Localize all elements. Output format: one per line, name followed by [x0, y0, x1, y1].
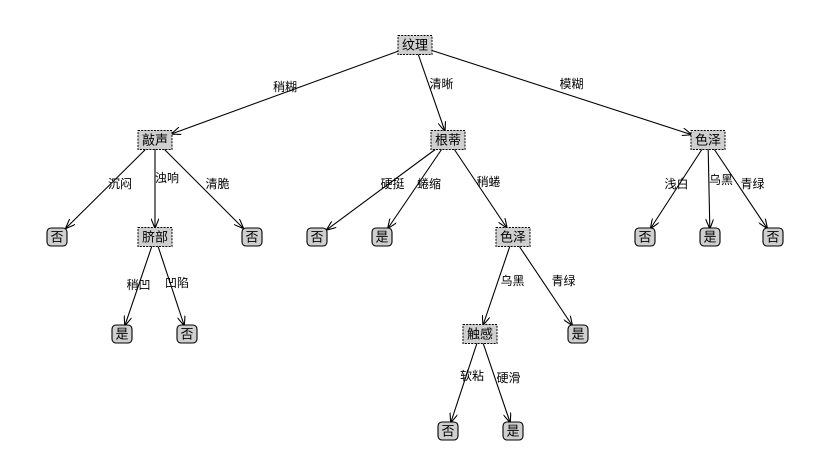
edge-sezeM-to-leaf_j	[518, 246, 572, 326]
decision-node-box	[137, 227, 173, 247]
edge-chugan-to-leaf_k	[451, 343, 478, 423]
node-label: 是	[375, 231, 388, 246]
edge-label: 硬滑	[496, 371, 520, 385]
edge-label: 稍蜷	[476, 175, 500, 189]
edge-label: 软粘	[460, 368, 484, 383]
node-label: 否	[245, 231, 258, 246]
leaf-node-box	[437, 421, 459, 441]
decision-node-root: 纹理	[397, 35, 433, 55]
node-label: 是	[115, 328, 128, 343]
leaf-node-box	[371, 227, 393, 247]
edge-label: 蜷缩	[417, 176, 441, 191]
leaf-node-box	[176, 324, 198, 344]
edge-gendi-to-sezeM	[453, 149, 506, 228]
leaf-node-box	[241, 227, 263, 247]
node-label: 根蒂	[435, 134, 461, 149]
decision-node-box	[397, 35, 433, 55]
edge-sezeR-to-leaf_i	[713, 149, 767, 229]
decision-node-box	[137, 130, 173, 150]
node-label: 否	[441, 425, 454, 440]
edge-label: 清晰	[429, 77, 453, 91]
edge-root-to-gendi	[417, 54, 444, 131]
node-label: 触感	[467, 327, 493, 343]
leaf-node-leaf_h: 是	[699, 227, 721, 247]
node-label: 否	[310, 231, 323, 246]
edge-qiaosheng-to-leaf_b	[164, 149, 244, 229]
node-label: 敲声	[142, 133, 168, 149]
edge-labels-layer: 稍糊清晰模糊沉闷浊响清脆稍凹凹陷硬挺蜷缩稍蜷乌黑青绿软粘硬滑浅白乌黑青绿	[108, 76, 765, 385]
edge-label: 沉闷	[108, 176, 132, 191]
node-label: 否	[638, 231, 651, 246]
node-label: 否	[50, 231, 63, 246]
edge-label: 乌黑	[709, 172, 733, 187]
edge-sezeM-to-chugan	[483, 246, 511, 325]
edge-label: 凹陷	[165, 275, 189, 290]
edges-layer	[66, 49, 767, 423]
edge-label: 浅白	[664, 176, 688, 191]
edge-gendi-to-leaf_f	[388, 149, 442, 229]
leaf-node-box	[111, 324, 133, 344]
node-label: 否	[180, 328, 193, 343]
leaf-node-leaf_i: 否	[762, 227, 784, 247]
edge-label: 稍糊	[273, 79, 297, 94]
decision-node-sezeM: 色泽	[495, 227, 531, 247]
node-label: 色泽	[695, 133, 721, 149]
node-label: 脐部	[142, 231, 168, 246]
leaf-node-box	[634, 227, 656, 247]
leaf-node-leaf_b: 否	[241, 227, 263, 247]
leaf-node-leaf_l: 是	[502, 421, 524, 441]
edge-qibu-to-leaf_d	[157, 246, 184, 326]
node-label: 纹理	[402, 39, 428, 54]
decision-node-sezeR: 色泽	[690, 130, 726, 150]
node-label: 是	[506, 425, 519, 440]
edge-label: 清脆	[205, 176, 229, 191]
edge-label: 硬挺	[380, 176, 404, 191]
leaf-node-leaf_j: 是	[567, 324, 589, 344]
edge-label: 模糊	[559, 76, 583, 91]
leaf-node-leaf_k: 否	[437, 421, 459, 441]
edge-root-to-sezeR	[431, 49, 691, 135]
decision-node-box	[462, 324, 498, 344]
decision-node-box	[690, 130, 726, 150]
leaf-node-leaf_e: 否	[306, 227, 328, 247]
edge-sezeR-to-leaf_g	[651, 149, 703, 229]
node-label: 色泽	[500, 230, 526, 246]
edge-qiaosheng-to-leaf_a	[66, 149, 146, 229]
leaf-node-box	[762, 227, 784, 247]
edge-label: 青绿	[551, 273, 575, 288]
edge-chugan-to-leaf_l	[482, 343, 510, 423]
leaf-node-leaf_d: 否	[176, 324, 198, 344]
edge-label: 乌黑	[500, 273, 524, 288]
edge-label: 青绿	[740, 176, 764, 191]
leaf-node-box	[306, 227, 328, 247]
leaf-node-box	[46, 227, 68, 247]
decision-node-box	[495, 227, 531, 247]
node-label: 是	[703, 231, 716, 246]
edge-root-to-qiaosheng	[172, 50, 399, 134]
decision-node-qiaosheng: 敲声	[137, 130, 173, 150]
leaf-node-leaf_a: 否	[46, 227, 68, 247]
edge-gendi-to-leaf_e	[327, 149, 436, 230]
decision-node-gendi: 根蒂	[430, 130, 466, 150]
edge-sezeR-to-leaf_h	[708, 149, 710, 229]
decision-node-box	[430, 130, 466, 150]
edge-label: 浊响	[155, 170, 179, 185]
node-label: 否	[766, 231, 779, 246]
decision-node-qibu: 脐部	[137, 227, 173, 247]
edge-label: 稍凹	[126, 278, 150, 292]
nodes-layer: 纹理敲声根蒂色泽否脐部否是否否是色泽否是否触感是否是	[46, 35, 784, 441]
leaf-node-leaf_f: 是	[371, 227, 393, 247]
node-label: 是	[571, 328, 584, 343]
leaf-node-box	[567, 324, 589, 344]
leaf-node-box	[699, 227, 721, 247]
leaf-node-leaf_g: 否	[634, 227, 656, 247]
decision-node-chugan: 触感	[462, 324, 498, 344]
leaf-node-box	[502, 421, 524, 441]
edge-qibu-to-leaf_c	[125, 246, 153, 326]
leaf-node-leaf_c: 是	[111, 324, 133, 344]
